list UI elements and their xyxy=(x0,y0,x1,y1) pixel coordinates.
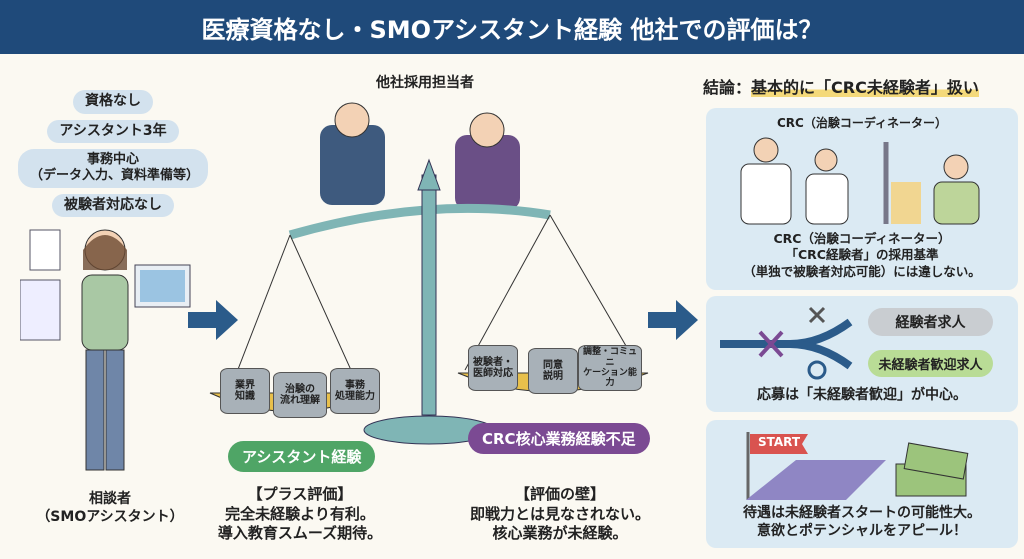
profile-bubbles: 資格なし アシスタント3年 事務中心 （データ入力、資料準備等） 被験者対応なし xyxy=(18,90,208,217)
crc-line3: （単独で被験者対応可能）には違しない。 xyxy=(743,264,981,280)
start-road-illustration xyxy=(746,432,969,500)
item-subject-doctor: 被験者・ 医師対応 xyxy=(468,345,518,391)
consultant-caption: 相談者 （SMOアシスタント） xyxy=(20,490,200,526)
bubble-assistant-years: アシスタント3年 xyxy=(47,119,179,143)
crc-line1: CRC（治験コーディネーター） xyxy=(773,230,951,246)
item-consent: 同意 説明 xyxy=(528,348,578,394)
recruiters-label: 他社採用担当者 xyxy=(376,75,474,91)
bubble-clerical: 事務中心 （データ入力、資料準備等） xyxy=(18,149,208,188)
assistant-experience-badge: アシスタント経験 xyxy=(228,441,376,472)
salary-line1: 待遇は未経験者スタートの可能性大。 xyxy=(743,505,981,521)
plus-line2: 導入教育スムーズ期待。 xyxy=(217,524,383,542)
salary-line2: 意欲とポテンシャルをアピール！ xyxy=(757,523,967,540)
crc-gap-badge: CRC核心業務経験不足 xyxy=(468,423,650,454)
balance-scale-illustration xyxy=(209,102,649,445)
application-caption: 応募は「未経験者歓迎」が中心。 xyxy=(757,387,967,403)
panel-salary: START 待遇は未経験者スタートの可能性大。 意欲とポテンシャルをアピール！ xyxy=(706,420,1018,548)
conclusion-heading: 結論：基本的に「CRC未経験者」扱い xyxy=(703,74,979,98)
panel-crc-standard: CRC（治験コーディネーター） CRC（治験コーディネーター） 「CRC経験者」… xyxy=(706,108,1018,290)
item-industry-knowledge: 業界 知識 xyxy=(220,368,270,414)
wall-heading: 【評価の壁】 xyxy=(514,485,605,503)
header-banner: 医療資格なし・SMOアシスタント経験 他社での評価は？ xyxy=(0,0,1024,54)
arrow-right-icon xyxy=(648,300,698,340)
crc-staff-illustration xyxy=(740,137,980,225)
beginner-jobs-label: 未経験者歓迎求人 xyxy=(868,350,993,377)
item-trial-flow: 治験の 流れ理解 xyxy=(273,372,327,418)
plus-heading: 【プラス評価】 xyxy=(247,485,353,503)
crc-line2: 「CRC経験者」の採用基準 xyxy=(785,247,939,263)
page-title: 医療資格なし・SMOアシスタント経験 他社での評価は？ xyxy=(201,15,823,44)
evaluation-wall: 【評価の壁】 即戦力とは見なされない。 核心業務が未経験。 xyxy=(460,485,660,544)
branching-arrow-icon xyxy=(720,306,853,380)
plus-evaluation: 【プラス評価】 完全未経験より有利。 導入教育スムーズ期待。 xyxy=(205,485,395,544)
wall-line2: 核心業務が未経験。 xyxy=(492,524,628,542)
plus-line1: 完全未経験より有利。 xyxy=(225,504,375,523)
item-clerical-skill: 事務 処理能力 xyxy=(330,368,380,414)
consultant-illustration xyxy=(20,229,191,471)
item-coordination: 調整・コミュニ ケーション能力 xyxy=(578,345,642,391)
wall-line1: 即戦力とは見なされない。 xyxy=(469,504,650,523)
arrow-right-icon xyxy=(188,300,238,340)
conclusion-prefix: 結論： xyxy=(703,78,752,97)
panel-job-routes: 経験者求人 未経験者歓迎求人 応募は「未経験者歓迎」が中心。 xyxy=(706,296,1018,412)
caption-title: 相談者 xyxy=(89,491,131,507)
experienced-jobs-label: 経験者求人 xyxy=(868,308,993,336)
conclusion-text: 基本的に「CRC未経験者」扱い xyxy=(751,78,979,97)
start-flag-label: START xyxy=(758,435,801,449)
crc-top-label: CRC（治験コーディネーター） xyxy=(776,116,947,130)
crc-standard-text: CRC（治験コーディネーター） 「CRC経験者」の採用基準 （単独で被験者対応可… xyxy=(706,231,1018,282)
salary-caption: 待遇は未経験者スタートの可能性大。 意欲とポテンシャルをアピール！ xyxy=(706,504,1018,540)
bubble-no-subject: 被験者対応なし xyxy=(52,193,174,217)
bubble-no-license: 資格なし xyxy=(73,90,153,114)
caption-role: （SMOアシスタント） xyxy=(36,509,184,526)
